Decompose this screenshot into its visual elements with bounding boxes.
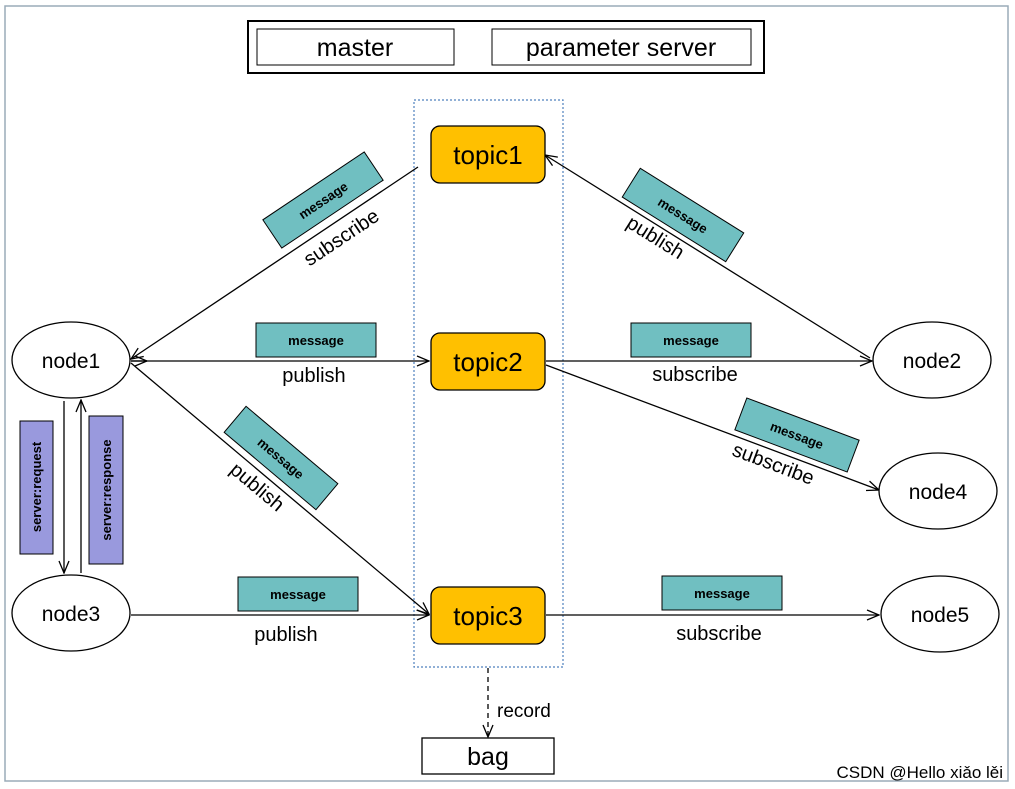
bag[interactable]: bag [421,737,555,775]
label-topic3-node5-subscribe: subscribe [676,623,762,645]
service-response-box: server:response [88,415,124,565]
edge-topic2-node4 [545,364,879,490]
node1[interactable]: node1 [11,321,131,399]
parameter-server-box[interactable] [491,28,752,66]
label-node3-topic3-publish: publish [254,624,317,646]
record-label: record [497,701,551,722]
node4[interactable]: node4 [878,452,998,530]
node1-label: node1 [42,350,100,373]
node3-label: node3 [42,603,100,626]
topic-column-box [413,99,564,668]
message-node1-topic2: message [255,322,377,358]
message-label: message [288,333,344,348]
message-label: message [694,586,750,601]
header-box: master parameter server [247,20,765,74]
node3[interactable]: node3 [11,574,131,652]
watermark: CSDN @Hello xiǎo lěi [836,763,1003,782]
node2-label: node2 [903,350,961,373]
topic3[interactable]: topic3 [430,586,546,645]
edge-topic1-node1 [131,166,419,359]
bag-label: bag [467,743,509,771]
node5[interactable]: node5 [880,575,1000,653]
topic2[interactable]: topic2 [430,332,546,391]
message-node2-topic1: message [621,167,745,263]
service-request-box: server:request [19,420,54,555]
message-topic2-node4: message [734,397,860,473]
message-label: message [270,587,326,602]
edge-node1-topic3 [130,362,429,614]
node5-label: node5 [911,604,969,627]
edges [64,155,879,737]
node2[interactable]: node2 [872,321,992,399]
edge-node2-topic1 [545,155,871,359]
topic1[interactable]: topic1 [430,125,546,184]
label-topic2-node2-subscribe: subscribe [652,364,738,386]
outer-frame [4,5,1009,782]
topic3-label: topic3 [453,601,522,631]
parameter-server-label: parameter server [526,34,716,62]
message-label: message [663,333,719,348]
master-label: master [317,34,393,62]
topic1-label: topic1 [453,140,522,170]
label-node1-topic2-publish: publish [282,365,345,387]
message-topic3-node5: message [661,575,783,611]
master-box[interactable] [256,28,455,66]
message-topic2-node2: message [630,322,752,358]
topic2-label: topic2 [453,347,522,377]
service-response-label: server:response [99,439,114,540]
service-request-label: server:request [29,441,44,532]
node4-label: node4 [909,481,968,504]
message-node3-topic3: message [237,576,359,612]
